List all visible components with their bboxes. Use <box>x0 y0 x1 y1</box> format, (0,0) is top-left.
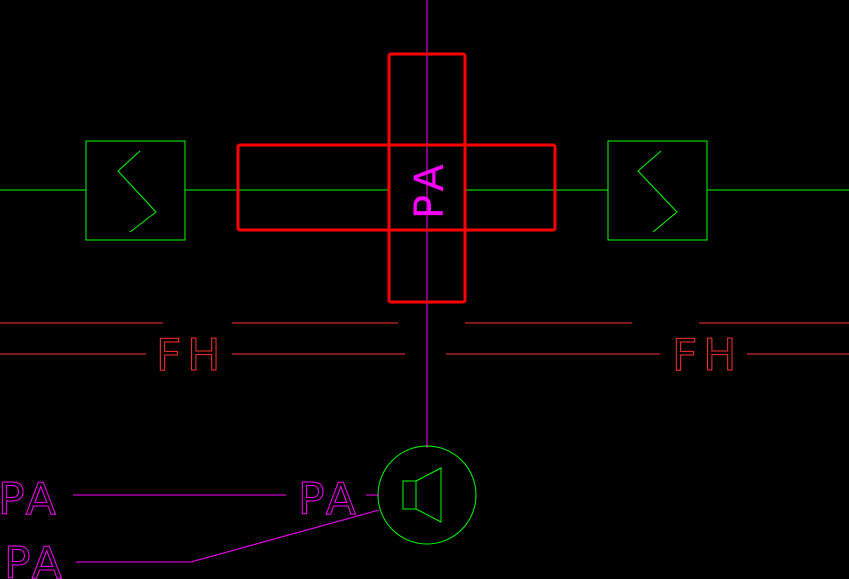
pa-bottom-left-label: PA <box>0 474 60 525</box>
red-cross <box>236 52 557 304</box>
pa-leader-diagonal <box>76 509 380 563</box>
red-cross-vertical <box>387 52 467 304</box>
zigzag-damper-icon <box>637 150 678 233</box>
red-cross-horizontal <box>236 143 557 232</box>
pa-bottom-lower-label: PA <box>4 538 66 579</box>
pa-bottom-mid-label: PA <box>298 474 360 525</box>
fh-right-label: FH <box>672 330 742 381</box>
damper-left <box>85 140 186 241</box>
damper-right <box>607 140 708 241</box>
zigzag-damper-icon <box>117 150 157 233</box>
pa-vertical-label: PA <box>407 158 453 219</box>
damper-right-box <box>607 140 708 241</box>
damper-left-box <box>85 140 186 241</box>
fh-left-label: FH <box>156 330 226 381</box>
speaker-icon <box>415 467 442 523</box>
fh-row-right: FH <box>446 322 849 382</box>
fh-row-left: FH <box>0 322 405 382</box>
